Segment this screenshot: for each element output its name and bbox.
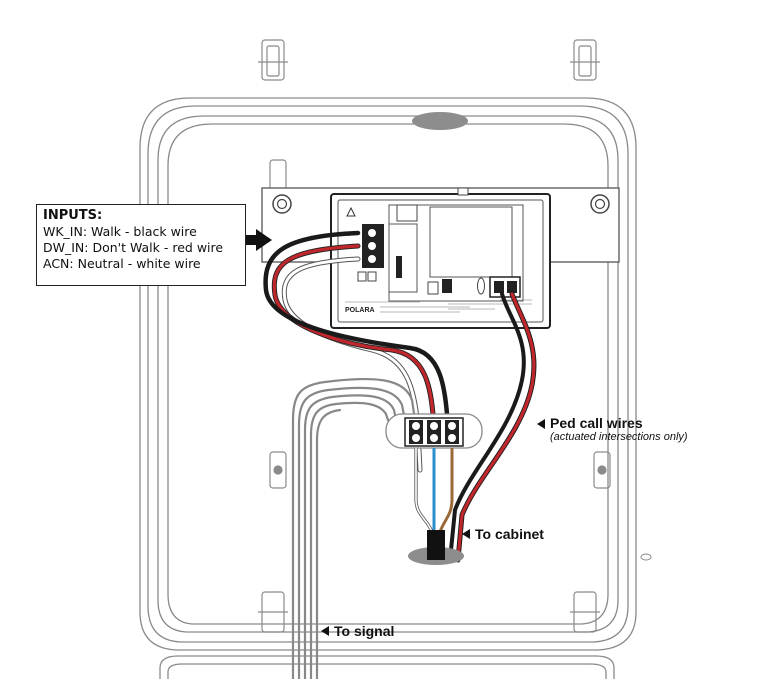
cabinet-feed-wires bbox=[414, 448, 454, 533]
hinge-bottom-left bbox=[258, 591, 288, 633]
inputs-line-dont-walk: DW_IN: Don't Walk - red wire bbox=[43, 240, 224, 255]
ped-call-note: (actuated intersections only) bbox=[550, 431, 688, 443]
inputs-line-walk: WK_IN: Walk - black wire bbox=[43, 224, 197, 239]
housing bbox=[139, 97, 637, 679]
terminal-block bbox=[385, 413, 483, 449]
signal-cable bbox=[291, 377, 417, 681]
to-signal-label: To signal bbox=[334, 623, 395, 639]
inputs-line-neutral: ACN: Neutral - white wire bbox=[43, 256, 201, 271]
inputs-legend: INPUTS: WK_IN: Walk - black wire DW_IN: … bbox=[36, 204, 246, 286]
input-wires bbox=[263, 230, 451, 473]
hinge-top-left bbox=[258, 39, 288, 81]
top-hole bbox=[412, 112, 468, 130]
input-arrow bbox=[246, 229, 272, 251]
ped-call-arrow-icon bbox=[537, 419, 545, 429]
side-stud-left bbox=[269, 159, 287, 489]
ped-call-callout: Ped call wires (actuated intersections o… bbox=[550, 415, 688, 443]
to-cabinet-label: To cabinet bbox=[475, 526, 544, 542]
hinge-top-right bbox=[570, 39, 600, 81]
to-cabinet-callout: To cabinet bbox=[475, 526, 544, 542]
ped-call-wires bbox=[448, 291, 537, 563]
cabinet-conduit bbox=[408, 530, 464, 565]
device-brand: POLARA bbox=[345, 307, 375, 314]
ped-call-label: Ped call wires bbox=[550, 415, 643, 431]
side-stud-right bbox=[593, 451, 611, 489]
drain-hole bbox=[640, 553, 652, 561]
to-cabinet-arrow-icon bbox=[462, 529, 470, 539]
to-signal-callout: To signal bbox=[334, 623, 394, 639]
inputs-title: INPUTS: bbox=[43, 208, 103, 223]
hinge-bottom-right bbox=[570, 591, 600, 633]
to-signal-arrow-icon bbox=[321, 626, 329, 636]
